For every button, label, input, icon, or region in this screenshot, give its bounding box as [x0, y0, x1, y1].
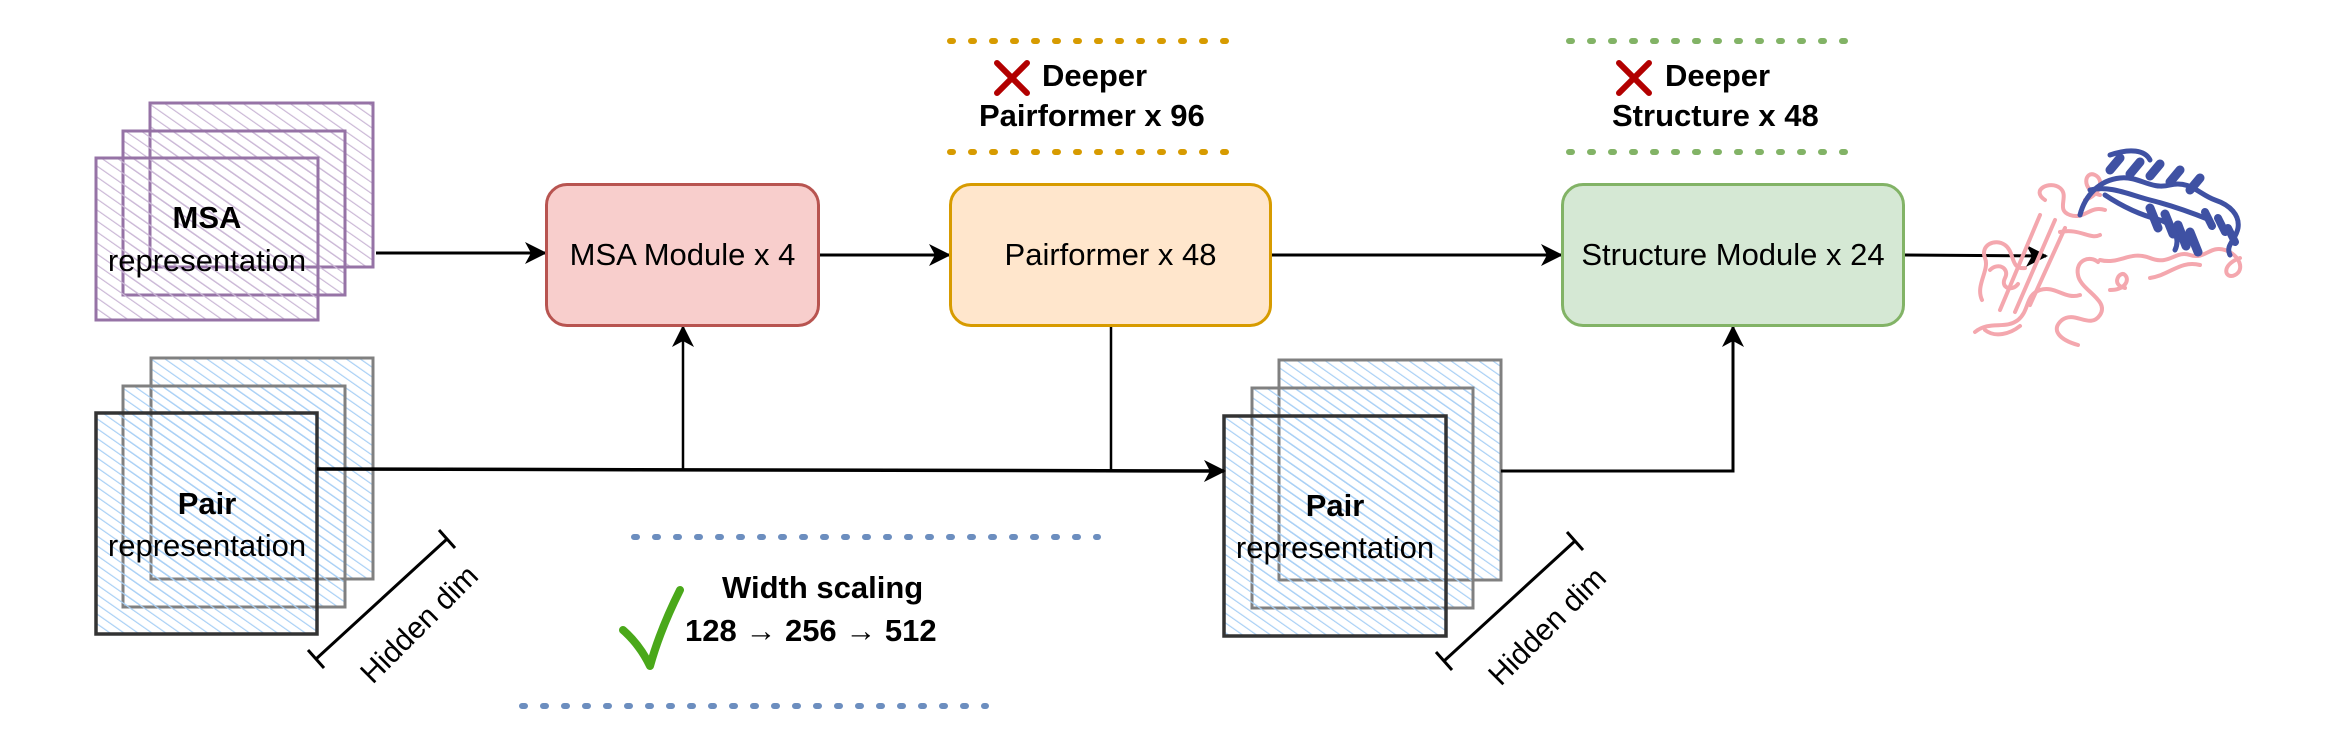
connectors: [316, 242, 2048, 482]
width-scaling-values: 128 → 256 → 512: [685, 613, 937, 648]
pair-out-representation-subtitle: representation: [1235, 530, 1435, 565]
width-scaling-title: Width scaling: [722, 570, 924, 605]
cross-icon: [1616, 60, 1652, 96]
structure-module-box: Structure Module x 24: [1561, 183, 1905, 327]
deeper-structure-line1: Deeper: [1665, 58, 1771, 93]
protein-chain-b: [2077, 148, 2241, 258]
pair-in-representation-subtitle: representation: [107, 528, 307, 563]
deeper-pairformer-line1: Deeper: [1042, 58, 1148, 93]
pair-out-layer-front: [1222, 414, 1448, 638]
pair-representation-output-stack: [1222, 358, 1503, 638]
protein-chain-a: [1973, 172, 2243, 347]
dotted-separators: [519, 38, 1865, 709]
protein-structure-icon: [1973, 148, 2243, 347]
arrow-pair-out-to-structure: [1501, 325, 1744, 473]
hidden-dim-bracket-left: [306, 529, 457, 669]
msa-layer-front: [94, 156, 320, 322]
msa-module-box: MSA Module x 4: [545, 183, 820, 327]
msa-representation-subtitle: representation: [107, 243, 307, 278]
deeper-pairformer-line2: Pairformer x 96: [979, 98, 1205, 133]
msa-module-label: MSA Module x 4: [569, 237, 796, 272]
line-pair-in-main: [316, 459, 1226, 482]
check-icon: [619, 586, 684, 670]
msa-representation-stack: [94, 101, 375, 322]
structure-module-label: Structure Module x 24: [1581, 237, 1885, 272]
deeper-structure-line2: Structure x 48: [1612, 98, 1819, 133]
pair-in-representation-title: Pair: [177, 486, 237, 521]
pair-out-representation-title: Pair: [1305, 488, 1365, 523]
pair-in-layer-front: [94, 411, 319, 636]
cross-icon: [994, 60, 1030, 96]
hidden-dim-bracket-right: [1434, 531, 1585, 671]
pair-representation-input-stack: [94, 356, 375, 636]
msa-representation-title: MSA: [172, 200, 242, 235]
pairformer-box: Pairformer x 48: [949, 183, 1272, 327]
pairformer-label: Pairformer x 48: [1004, 237, 1217, 272]
